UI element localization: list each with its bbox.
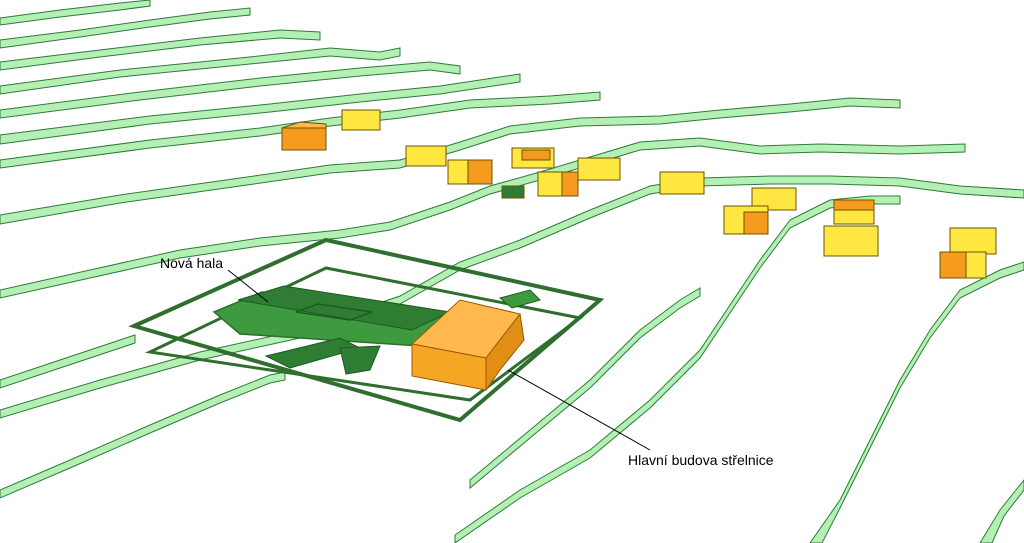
house <box>281 121 327 151</box>
contour-strip <box>809 261 1024 543</box>
leader-line-new-hall <box>227 269 269 303</box>
house <box>537 171 579 197</box>
house <box>341 109 381 131</box>
house <box>447 159 493 185</box>
contour-strip <box>0 73 521 145</box>
house <box>511 147 555 169</box>
contour-strip <box>0 371 286 499</box>
contour-strip <box>0 137 966 299</box>
house <box>405 145 447 167</box>
contour-strip <box>0 0 151 26</box>
new-hall <box>128 237 605 423</box>
leader-line-main-building <box>507 369 651 451</box>
contour-strip <box>469 287 701 490</box>
contour-strip <box>454 195 901 543</box>
contour-strip <box>979 479 1024 543</box>
contour-strip <box>0 29 321 71</box>
label-new-hall: Nová hala <box>160 255 223 271</box>
main-building-side <box>485 312 525 392</box>
house <box>751 187 797 211</box>
contour-strip <box>0 61 461 119</box>
hall-connector <box>339 345 381 375</box>
contour-strip <box>0 334 136 389</box>
label-main-building: Hlavní budova střelnice <box>628 452 774 468</box>
hall-annex <box>498 289 541 309</box>
hall-outer-frame <box>128 237 605 423</box>
house <box>833 199 875 225</box>
house <box>723 205 769 235</box>
contour-strip <box>0 7 251 49</box>
contour-strip <box>0 47 401 95</box>
house <box>823 225 879 257</box>
hall-inner-frame <box>144 266 584 402</box>
house <box>501 185 525 199</box>
hall-skylight <box>295 303 373 321</box>
village-houses <box>281 109 997 279</box>
house <box>939 251 987 279</box>
house <box>659 171 705 195</box>
house <box>949 227 997 255</box>
main-building <box>410 299 525 392</box>
house <box>577 157 621 181</box>
